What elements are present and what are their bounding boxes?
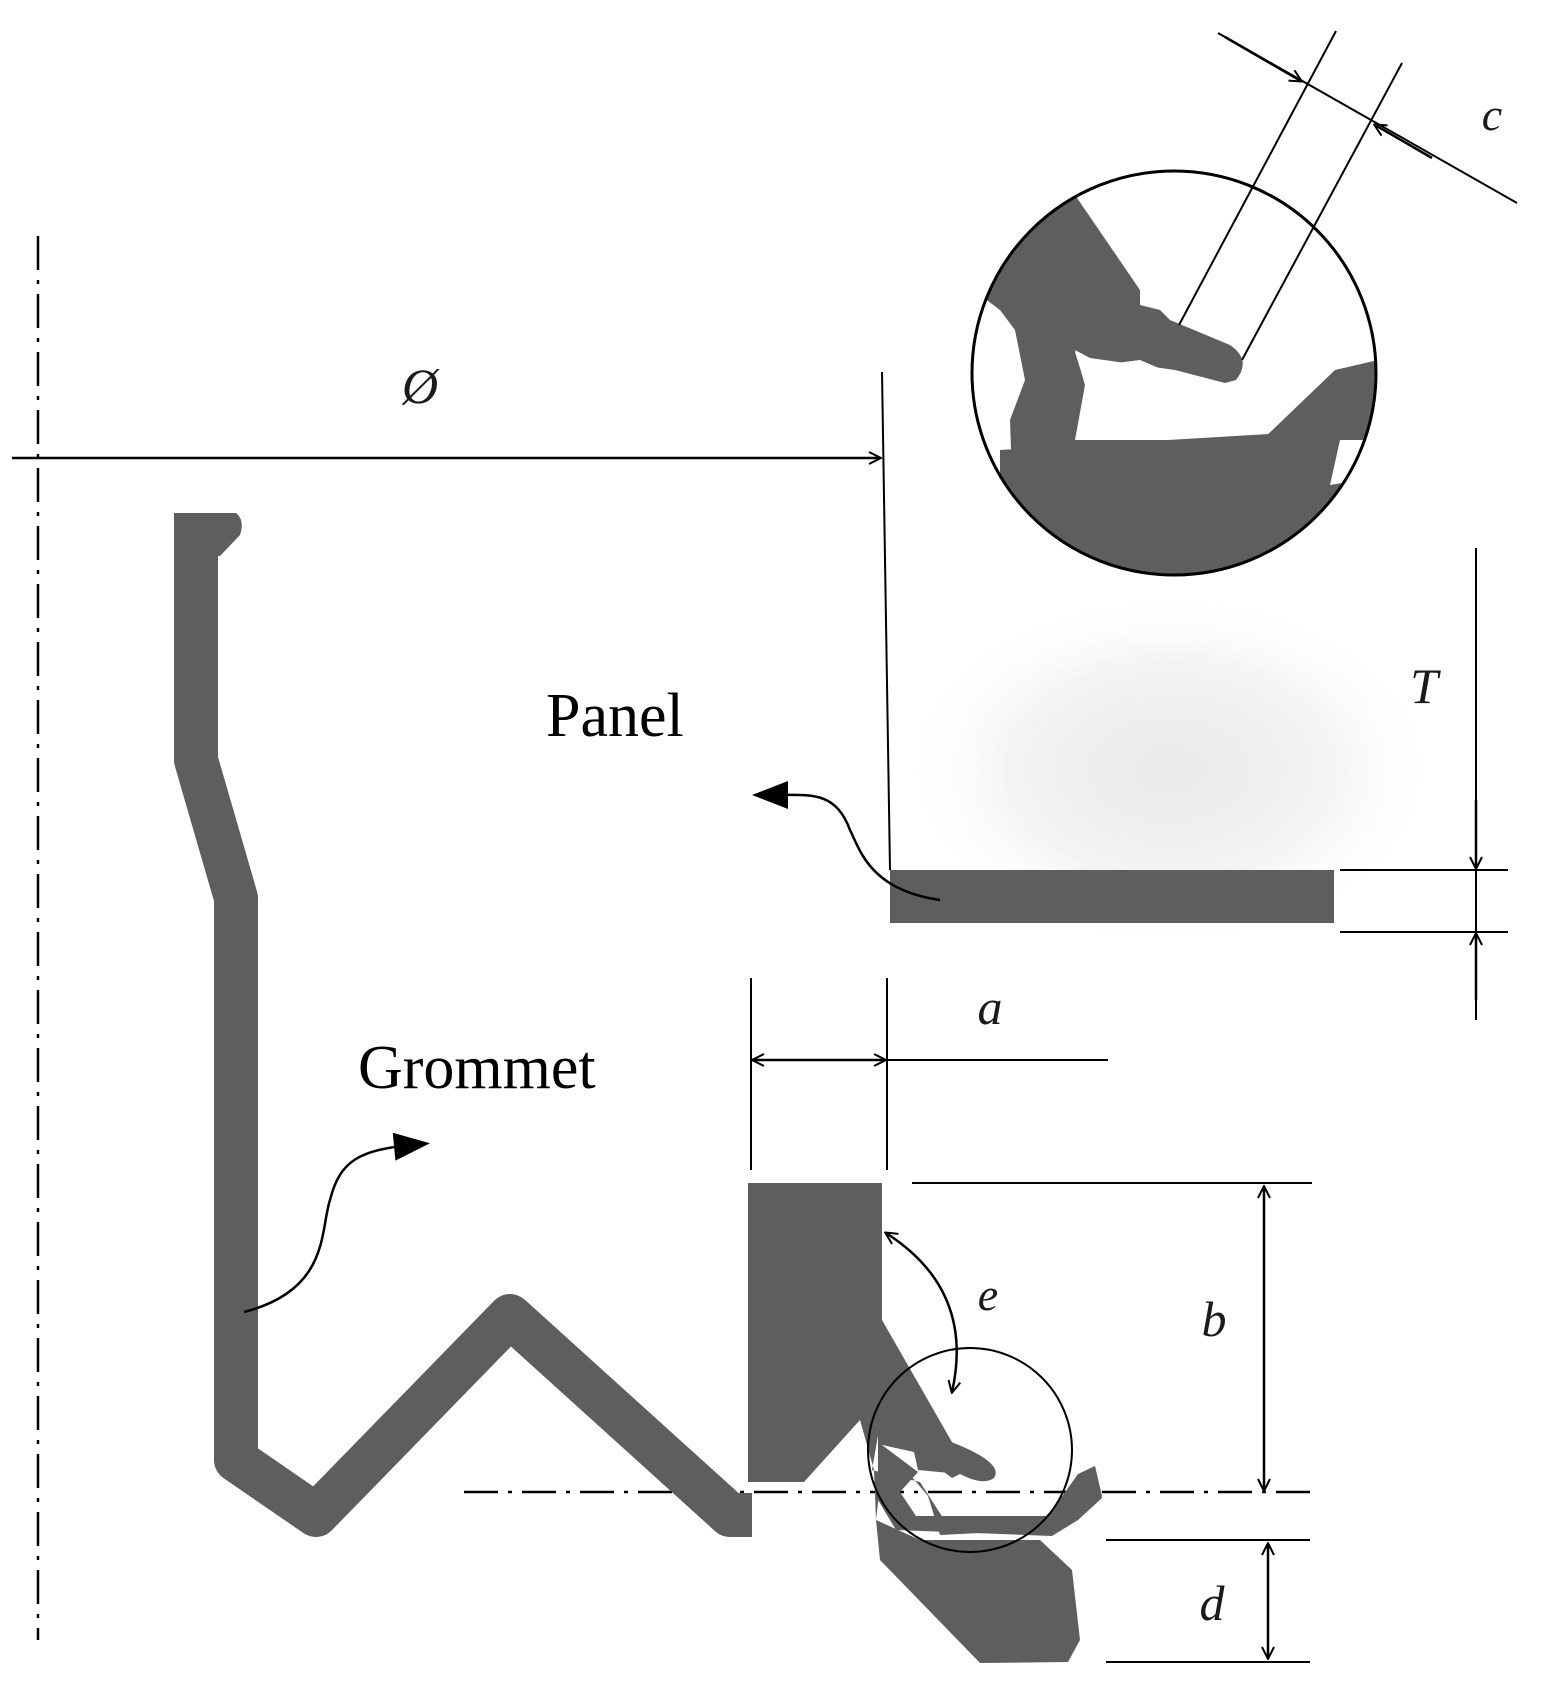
detail-callout-circle-small [867, 1347, 1073, 1553]
detail-callout-circle-large [970, 169, 1378, 577]
dimension-label-T: T [1410, 658, 1441, 714]
dimension-a: a [750, 978, 1108, 1170]
grommet-label: Grommet [358, 1034, 596, 1102]
dimension-c: c [1178, 30, 1518, 361]
panel-plate [890, 870, 1334, 923]
dimension-label-a: a [978, 979, 1003, 1035]
dimension-b: b [912, 1182, 1312, 1490]
dimension-d: d [1106, 1539, 1310, 1663]
dimension-label-d: d [1200, 1575, 1226, 1631]
dimension-label-e: e [978, 1269, 998, 1320]
dimension-T: T [1340, 548, 1508, 1020]
dimension-label-diameter: Ø [401, 358, 440, 414]
background-haze [900, 590, 1440, 950]
panel-leader-arrow [752, 780, 941, 902]
dimension-e: e [886, 1233, 998, 1392]
dimension-diameter: Ø [12, 358, 891, 871]
dimension-label-c: c [1482, 89, 1502, 140]
grommet-leader-arrow [243, 1132, 430, 1314]
detail-enlarged-view [970, 169, 1378, 577]
dimension-label-b: b [1202, 1291, 1227, 1347]
panel-label: Panel [546, 682, 684, 750]
